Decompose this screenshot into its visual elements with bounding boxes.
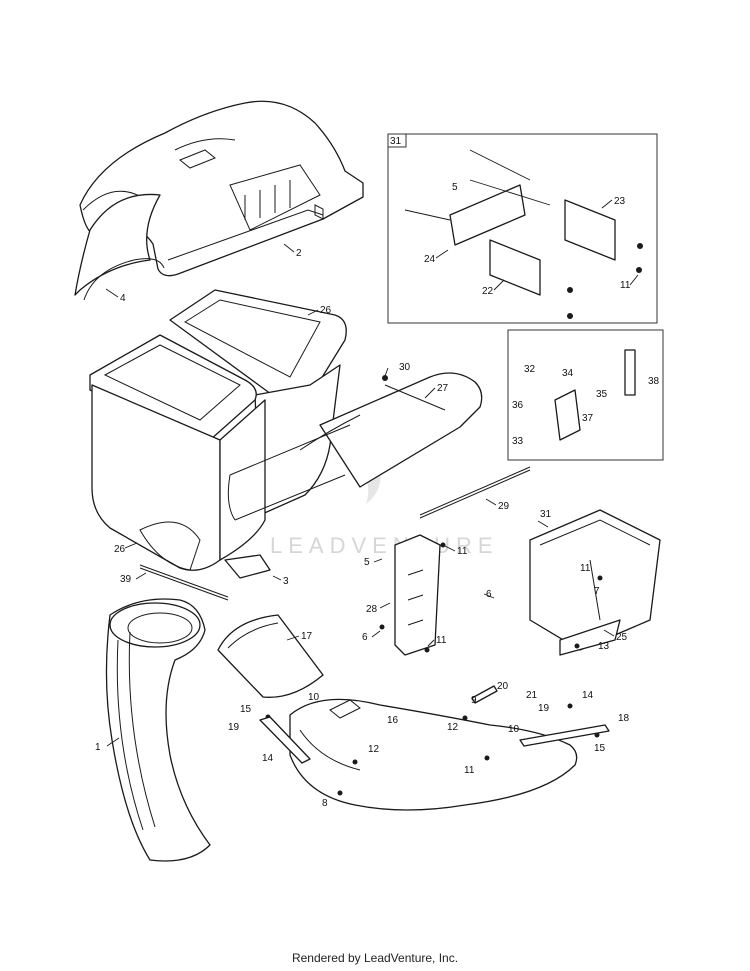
callout-34: 34 [562, 368, 574, 379]
callout-9: 9 [471, 695, 477, 706]
callout-25: 25 [616, 632, 628, 643]
callout-37: 37 [582, 413, 594, 424]
inset-box-hardware [507, 329, 664, 461]
callout-33: 33 [512, 436, 524, 447]
grass-bags [89, 289, 347, 571]
bag-frame [227, 372, 483, 521]
callout-6-right: 6 [486, 589, 492, 600]
chute-tube [105, 598, 211, 862]
callout-2: 2 [296, 248, 302, 259]
callout-16: 16 [387, 715, 399, 726]
callout-11-inset: 11 [620, 280, 631, 291]
callout-15-right: 15 [594, 743, 606, 754]
callout-3: 3 [283, 576, 289, 587]
bag-bracket [224, 554, 271, 579]
callout-38: 38 [648, 376, 660, 387]
callout-32: 32 [524, 364, 536, 375]
callout-14-left: 14 [262, 753, 274, 764]
callout-36: 36 [512, 400, 524, 411]
callout-14-right: 14 [582, 690, 594, 701]
callout-35: 35 [596, 389, 608, 400]
callout-12-left: 12 [368, 744, 380, 755]
callout-7: 7 [594, 586, 600, 597]
callout-11-mid: 11 [457, 546, 468, 557]
linkage [259, 685, 610, 764]
footer-credit: Rendered by LeadVenture, Inc. [291, 951, 459, 965]
callout-21: 21 [526, 690, 538, 701]
callout-18: 18 [618, 713, 630, 724]
mount-bracket [394, 534, 441, 656]
callout-5-mid: 5 [364, 557, 370, 568]
callout-4: 4 [120, 293, 126, 304]
callouts: 4 2 26 26 3 39 1 17 10 15 19 14 16 12 8 … [95, 182, 660, 809]
callout-10-left: 10 [308, 692, 320, 703]
callout-17: 17 [301, 631, 313, 642]
watermark-text: LEADVENTURE [270, 533, 499, 558]
rod [139, 564, 229, 601]
callout-28: 28 [366, 604, 378, 615]
callout-1: 1 [95, 742, 101, 753]
hardware [265, 243, 643, 796]
leader-lines [105, 199, 639, 747]
callout-22: 22 [482, 286, 494, 297]
inset-box-label: 31 [390, 136, 402, 147]
inset-box-31: 31 [387, 133, 658, 324]
callout-23: 23 [614, 196, 626, 207]
callout-27: 27 [437, 383, 449, 394]
callout-39: 39 [120, 574, 132, 585]
callout-29: 29 [498, 501, 510, 512]
support-rod [419, 466, 531, 519]
callout-31: 31 [540, 509, 552, 520]
callout-6-mid: 6 [362, 632, 368, 643]
callout-5-inset: 5 [452, 182, 458, 193]
lower-chute [289, 698, 578, 811]
callout-8: 8 [322, 798, 328, 809]
callout-11-bottom: 11 [464, 765, 475, 776]
callout-11-right: 11 [580, 563, 591, 574]
callout-30: 30 [399, 362, 411, 373]
callout-20: 20 [497, 681, 509, 692]
callout-10-right: 10 [508, 724, 520, 735]
bag-cover [74, 100, 364, 301]
callout-24: 24 [424, 254, 436, 265]
callout-12-right: 12 [447, 722, 459, 733]
callout-19-right: 19 [538, 703, 550, 714]
callout-26-top: 26 [320, 305, 332, 316]
callout-13: 13 [598, 641, 610, 652]
adapter [217, 614, 324, 698]
callout-19-left: 19 [228, 722, 240, 733]
callout-15-left: 15 [240, 704, 252, 715]
callout-11-lower: 11 [436, 635, 447, 646]
callout-26-bottom: 26 [114, 544, 126, 555]
hitch-bracket [529, 509, 661, 656]
